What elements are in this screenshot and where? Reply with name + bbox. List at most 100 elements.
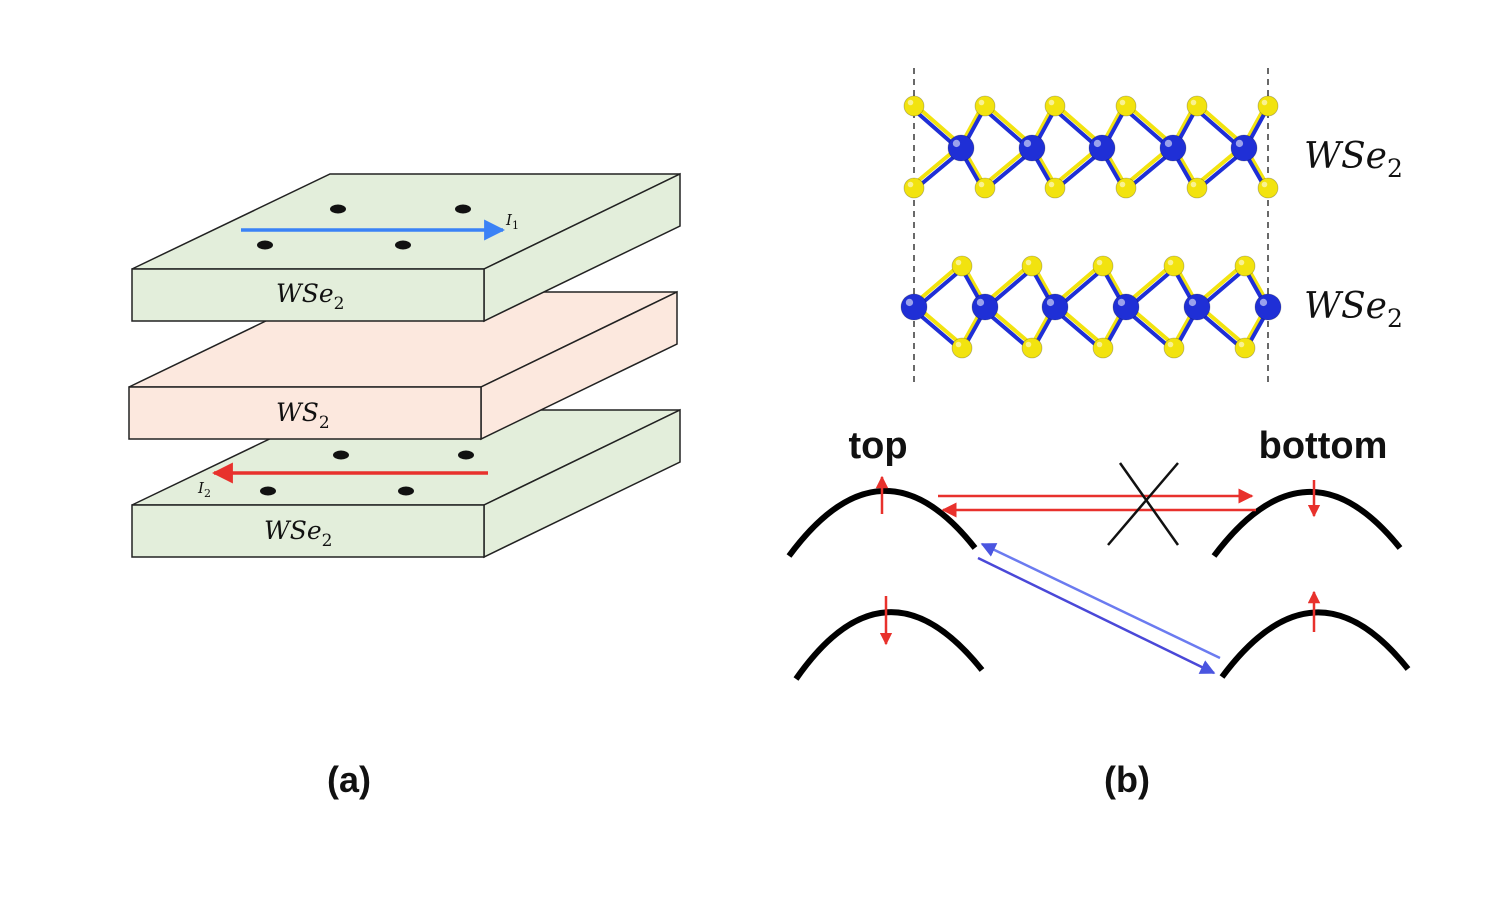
layer-label-bottom: WSe2 [264, 516, 332, 551]
selenium-atom-highlight [978, 181, 985, 188]
tungsten-atom [1112, 293, 1140, 321]
allowed-transfer-down-arrow [977, 556, 1216, 675]
tungsten-atom-highlight [1117, 298, 1126, 307]
panel-b: WSe2 WSe2 top bottom (b) [786, 68, 1411, 800]
selenium-atom [1115, 95, 1137, 117]
selenium-atom [1044, 95, 1066, 117]
tungsten-atom-highlight [952, 139, 961, 148]
selenium-atom [974, 177, 996, 199]
selenium-atom [1021, 255, 1043, 277]
selenium-atom [1092, 255, 1114, 277]
structure-label-bottom: WSe2 [1304, 286, 1403, 333]
tungsten-atom [1018, 134, 1046, 162]
tungsten-atom-highlight [1235, 139, 1244, 148]
selenium-atom-highlight [1096, 341, 1103, 348]
selenium-atom [1234, 255, 1256, 277]
tungsten-atom-highlight [1259, 298, 1268, 307]
tungsten-atom [1183, 293, 1211, 321]
tungsten-atom-highlight [1188, 298, 1197, 307]
selenium-atom-highlight [1238, 259, 1245, 266]
selenium-atom-highlight [955, 341, 962, 348]
tungsten-atom-highlight [1093, 139, 1102, 148]
caption-b: (b) [1104, 759, 1150, 800]
selenium-atom-highlight [1048, 181, 1055, 188]
slab-middle-front-face [128, 386, 482, 440]
atomic-layer-top [903, 95, 1279, 199]
lattice-dot [260, 486, 276, 496]
selenium-atom-highlight [1190, 99, 1197, 106]
lattice-dot [257, 240, 273, 250]
tungsten-atom [947, 134, 975, 162]
slab-top-front-face [131, 268, 485, 322]
selenium-atom-highlight [1261, 181, 1268, 188]
band-bottom-upper [1211, 488, 1403, 558]
selenium-atom [1163, 337, 1185, 359]
selenium-atom-highlight [1167, 341, 1174, 348]
selenium-atom [903, 95, 925, 117]
band-label-bottom: bottom [1259, 425, 1388, 467]
lattice-dot [395, 240, 411, 250]
selenium-atom-highlight [1190, 181, 1197, 188]
selenium-atom [1021, 337, 1043, 359]
lattice-dot [455, 204, 471, 214]
tungsten-atom [900, 293, 928, 321]
slab-bottom-front-face [131, 504, 485, 558]
selenium-atom-highlight [1261, 99, 1268, 106]
lattice-dot [330, 204, 346, 214]
tungsten-atom [971, 293, 999, 321]
atomic-layer-bottom [900, 255, 1282, 359]
tungsten-atom [1254, 293, 1282, 321]
tungsten-atom [1041, 293, 1069, 321]
band-label-top: top [848, 425, 907, 467]
current-label-i1: I1 [505, 211, 519, 232]
tungsten-atom-highlight [905, 298, 914, 307]
structure-label-top: WSe2 [1304, 136, 1403, 183]
tungsten-atom-highlight [1046, 298, 1055, 307]
slab-top-wse2: I1 WSe2 [131, 172, 681, 323]
selenium-atom [1044, 177, 1066, 199]
selenium-atom [1186, 95, 1208, 117]
tungsten-atom [1159, 134, 1187, 162]
lattice-dot [458, 450, 474, 460]
selenium-atom-highlight [955, 259, 962, 266]
selenium-atom-highlight [1119, 99, 1126, 106]
tungsten-atom-highlight [976, 298, 985, 307]
selenium-atom [1163, 255, 1185, 277]
tungsten-atom [1088, 134, 1116, 162]
slab-bottom-wse2: I2 WSe2 [131, 408, 681, 559]
tungsten-atom-highlight [1164, 139, 1173, 148]
layer-label-middle: WS2 [276, 398, 330, 433]
selenium-atom-highlight [907, 99, 914, 106]
selenium-atom [1186, 177, 1208, 199]
selenium-atom-highlight [1025, 259, 1032, 266]
selenium-atom-highlight [1119, 181, 1126, 188]
blocked-cross-icon [1107, 462, 1180, 546]
selenium-atom-highlight [1167, 259, 1174, 266]
selenium-atom-highlight [978, 99, 985, 106]
band-top-lower [793, 609, 985, 681]
selenium-atom [951, 337, 973, 359]
selenium-atom [1257, 177, 1279, 199]
current-label-i2: I2 [197, 479, 211, 500]
selenium-atom [1092, 337, 1114, 359]
selenium-atom-highlight [1238, 341, 1245, 348]
lattice-dot [333, 450, 349, 460]
selenium-atom [951, 255, 973, 277]
tungsten-atom-highlight [1023, 139, 1032, 148]
selenium-atom [1115, 177, 1137, 199]
caption-a: (a) [327, 759, 371, 800]
selenium-atom [1234, 337, 1256, 359]
selenium-atom-highlight [1048, 99, 1055, 106]
selenium-atom-highlight [907, 181, 914, 188]
selenium-atom-highlight [1025, 341, 1032, 348]
layer-label-top: WSe2 [276, 279, 344, 314]
selenium-atom-highlight [1096, 259, 1103, 266]
allowed-transfer-up-arrow [980, 542, 1221, 660]
slab-middle-ws2: WS2 [128, 290, 678, 441]
selenium-atom [974, 95, 996, 117]
tungsten-atom [1230, 134, 1258, 162]
selenium-atom [903, 177, 925, 199]
lattice-dot [398, 486, 414, 496]
selenium-atom [1257, 95, 1279, 117]
